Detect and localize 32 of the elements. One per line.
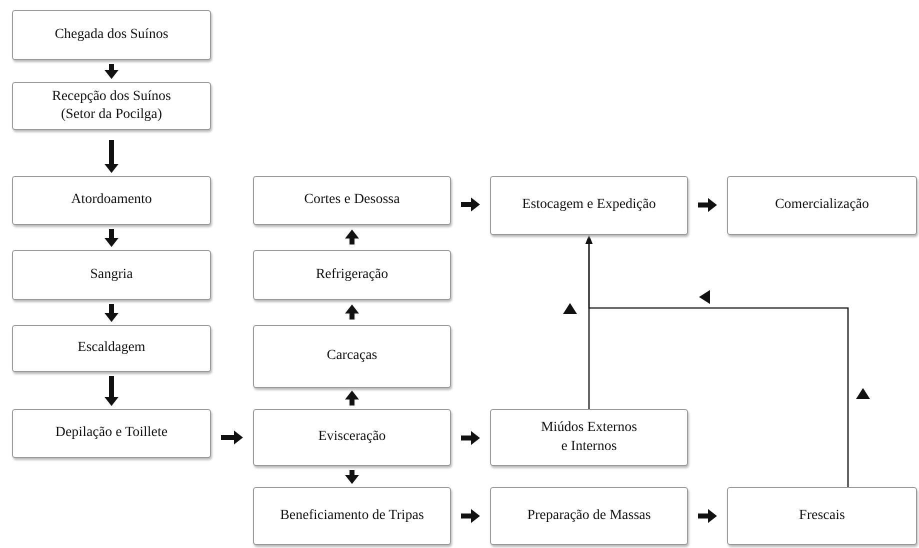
box-label: Frescais <box>798 506 846 525</box>
box-label: Carcaças <box>326 347 378 366</box>
box-label: Atordoamento <box>70 191 153 210</box>
process-box <box>12 250 211 300</box>
box-label: Depilação e Toillete <box>54 424 169 442</box>
box-label: Estocagem e Expedição <box>521 196 657 214</box>
box-label: Beneficiamento de Tripas <box>279 506 425 525</box>
process-box <box>490 176 688 235</box>
process-box <box>12 409 211 458</box>
box-label: Chegada dos Suínos <box>54 26 170 44</box>
box-label: Comercialização <box>774 196 870 214</box>
process-box <box>490 487 688 545</box>
process-box <box>12 10 211 60</box>
box-label: Miúdos Externos e Internos <box>540 419 638 456</box>
box-label: Escaldagem <box>76 339 146 358</box>
process-box <box>727 487 917 545</box>
process-box <box>253 250 451 300</box>
process-box <box>12 82 211 130</box>
process-box <box>12 325 211 372</box>
box-label: Sangria <box>89 266 134 284</box>
box-label: Recepção dos Suínos (Setor da Pocilga) <box>51 88 172 124</box>
box-label: Evisceração <box>317 428 387 446</box>
process-box <box>490 409 688 466</box>
box-label: Preparação de Massas <box>526 506 652 525</box>
process-box <box>727 176 917 235</box>
process-box <box>253 487 451 545</box>
process-box <box>253 176 451 225</box>
box-label: Refrigeração <box>314 266 390 284</box>
process-box <box>12 176 211 225</box>
box-label: Cortes e Desossa <box>303 191 401 210</box>
process-box <box>253 325 451 388</box>
process-box <box>253 409 451 466</box>
